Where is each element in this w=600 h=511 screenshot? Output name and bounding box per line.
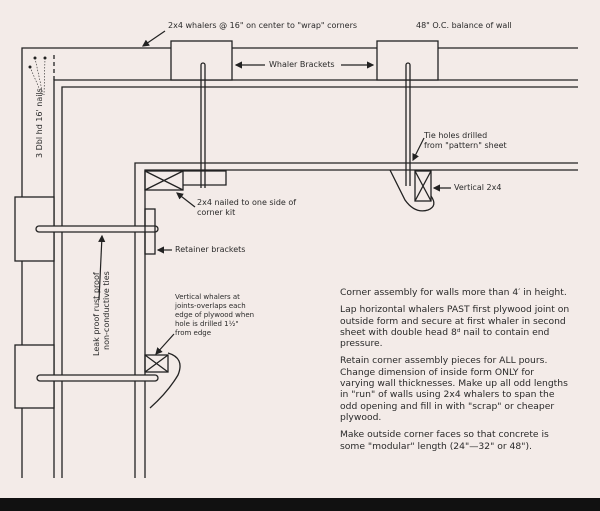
nails-label: 3 Dbl hd 16' nails <box>35 88 44 158</box>
nail-dots <box>28 56 47 69</box>
whaler-brackets-label: Whaler Brackets <box>269 60 335 69</box>
ties-label-1: Leak proof rust proof <box>92 272 101 356</box>
corner-kit-label-2: corner kit <box>197 208 236 217</box>
whalers-wrap-label: 2x4 whalers @ 16" on center to "wrap" co… <box>168 21 358 30</box>
note-paragraph: Lap horizontal whalers PAST first plywoo… <box>340 304 570 350</box>
horizontal-tie <box>35 225 159 382</box>
balance-label: 48" O.C. balance of wall <box>416 21 512 30</box>
ties-label-2: non-conductive ties <box>102 271 111 350</box>
tie-holes-label-2: from "pattern" sheet <box>424 141 507 150</box>
vertical-2x4-label: Vertical 2x4 <box>454 183 502 192</box>
retainer-label: Retainer brackets <box>175 245 246 254</box>
vwhalers-line: from edge <box>175 329 212 337</box>
vwhalers-line: edge of plywood when <box>175 311 255 319</box>
whaler-bracket <box>170 40 439 81</box>
corner-kit-label-1: 2x4 nailed to one side of <box>197 198 297 207</box>
vwhalers-line: hole is drilled 1½" <box>175 320 239 328</box>
lower-vertical-whaler <box>144 352 181 409</box>
vertical-whalers-label: Vertical whalers at joints-overlaps each… <box>175 293 254 338</box>
tie-holes-label-1: Tie holes drilled <box>424 131 488 140</box>
note-paragraph: Make outside corner faces so that concre… <box>340 429 549 452</box>
vertical-2x4-right <box>389 169 435 212</box>
bottom-border <box>0 498 600 511</box>
retainer-bracket <box>144 208 156 255</box>
leader-arrows <box>98 30 451 355</box>
note-paragraph: Retain corner assembly pieces for ALL po… <box>340 355 568 423</box>
vwhalers-line: Vertical whalers at <box>175 293 240 301</box>
tie-rod <box>200 62 411 188</box>
notes-block: Corner assembly for walls more than 4′ i… <box>340 287 570 458</box>
note-paragraph: Corner assembly for walls more than 4′ i… <box>340 287 567 298</box>
vwhalers-line: joints-overlaps each <box>175 302 246 310</box>
corner-2x4 <box>144 170 227 191</box>
